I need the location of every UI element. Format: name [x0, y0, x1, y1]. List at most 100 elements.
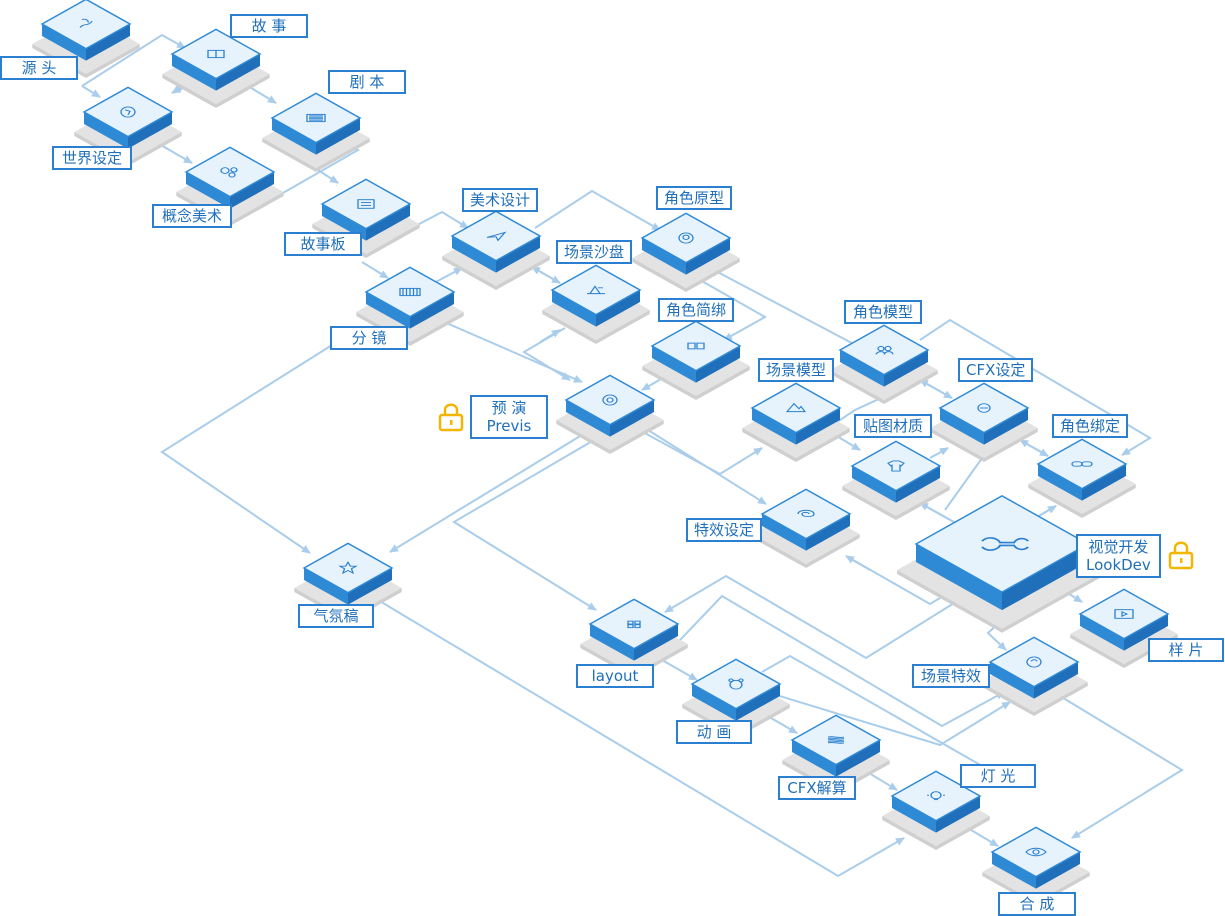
label-dengguang: 灯 光 [960, 764, 1036, 788]
label-text: 气氛稿 [313, 607, 359, 625]
label-text: 世界设定 [61, 149, 122, 167]
label-cfx-jiesuan: CFX解算 [778, 776, 856, 800]
globe-icon [120, 106, 136, 118]
node-cfx-sheding[interactable] [930, 382, 1038, 463]
effects-icon [1026, 656, 1042, 668]
label-donghua: 动 画 [676, 720, 752, 744]
edge-qifengao-dengguang [377, 599, 905, 878]
script-icon [306, 113, 326, 123]
link-icon [1071, 461, 1093, 467]
node-gushi[interactable] [162, 28, 270, 109]
character-icon [678, 232, 694, 244]
label-text: 贴图材质 [862, 417, 923, 435]
layout-icon [627, 620, 641, 629]
edge-moxing-bangding [919, 318, 1152, 456]
sandbox-icon [587, 285, 605, 295]
play-icon [1114, 609, 1134, 619]
label-text: 特效设定 [694, 521, 755, 539]
label-gushi: 故 事 [230, 14, 308, 38]
label-fenjing: 分 镜 [330, 326, 408, 350]
node-jiaose-bangding[interactable] [1028, 438, 1136, 519]
label-text: CFX解算 [787, 779, 847, 797]
node-meishu[interactable] [442, 210, 550, 291]
node-changjing-shapan[interactable] [542, 264, 650, 345]
target-icon [602, 394, 618, 406]
label-text: 预 演 [491, 399, 527, 417]
label-cfx-sheding: CFX设定 [958, 358, 1034, 382]
label-tietu: 贴图材质 [854, 414, 932, 438]
label-changjing-moxing: 场景模型 [758, 358, 835, 382]
mountain-icon [785, 402, 807, 413]
label-gushiban: 故事板 [284, 232, 362, 256]
label-text: 源 头 [21, 59, 57, 77]
paper-plane-icon [486, 231, 507, 242]
node-juben[interactable] [262, 92, 370, 173]
edge-fenjing-qifengao [160, 339, 341, 554]
node-jiaose-moxing[interactable] [830, 324, 938, 405]
label-text: 剧 本 [349, 73, 385, 91]
node-changjing-moxing[interactable] [742, 382, 850, 463]
people-icon [875, 345, 894, 355]
cloth-icon [827, 736, 845, 744]
label-text: 合 成 [1019, 895, 1055, 913]
label-text: 视觉开发 [1088, 538, 1149, 556]
cfx-icon [977, 403, 991, 413]
board-icon [357, 199, 375, 209]
label-text: layout [591, 667, 639, 685]
label-hecheng: 合 成 [998, 892, 1076, 916]
label-yangpian: 样 片 [1148, 638, 1224, 662]
label-jiaose-yuanxing: 角色原型 [656, 186, 733, 210]
node-tietu[interactable] [842, 440, 950, 521]
label-text: 角色模型 [852, 303, 913, 321]
label-text: 角色简绑 [666, 301, 727, 319]
label-text: 灯 光 [980, 767, 1016, 785]
label-gainian: 概念美术 [152, 204, 232, 228]
label-jiaose-jianbang: 角色简绑 [658, 298, 735, 322]
eye-icon [1025, 847, 1047, 857]
label-text: CFX设定 [966, 361, 1026, 379]
node-changjing-texiao[interactable] [980, 636, 1088, 717]
label-text: 概念美术 [161, 207, 222, 225]
node-jiaose-yuanxing[interactable] [632, 212, 740, 293]
label-text: 角色绑定 [1060, 417, 1121, 435]
edge-changjingtexiao-hecheng [1049, 689, 1184, 839]
label-texiao-sheding: 特效设定 [686, 518, 763, 542]
label-layout: layout [576, 664, 654, 688]
label-juben: 剧 本 [328, 70, 406, 94]
label-changjing-shapan: 场景沙盘 [556, 240, 633, 264]
label-subtext: Previs [486, 417, 532, 435]
label-text: 动 画 [696, 723, 732, 741]
label-text: 样 片 [1168, 641, 1204, 659]
label-text: 角色原型 [664, 189, 725, 207]
label-text: 故事板 [300, 235, 346, 253]
wrench-icon [981, 537, 1029, 551]
book-icon [207, 49, 225, 59]
storyboard-icon [399, 287, 421, 297]
node-yuyan[interactable] [556, 374, 664, 455]
label-meishu: 美术设计 [462, 188, 539, 212]
label-text: 场景沙盘 [564, 243, 625, 261]
label-subtext: LookDev [1086, 556, 1151, 574]
bear-icon [728, 678, 744, 690]
label-text: 场景模型 [766, 361, 827, 379]
label-jiaose-bangding: 角色绑定 [1052, 414, 1129, 438]
star-icon [338, 561, 358, 575]
edge-yuyan-layout [452, 439, 597, 611]
node-jiaose-jianbang[interactable] [642, 320, 750, 401]
shirt-icon [887, 460, 905, 472]
edge-layout-texiao [679, 594, 1005, 728]
node-texiao-sheding[interactable] [752, 488, 860, 569]
lock-icon [1168, 541, 1194, 570]
edge-meishu-jiaose [534, 189, 661, 231]
swirl-icon [797, 509, 815, 518]
label-yuantou: 源 头 [0, 56, 78, 80]
bubbles-icon [220, 167, 238, 178]
label-jiaose-moxing: 角色模型 [844, 300, 922, 324]
rig-icon [687, 342, 705, 350]
label-text: 场景特效 [920, 667, 981, 685]
lock-icon [438, 403, 464, 432]
label-shijie: 世界设定 [52, 146, 132, 170]
